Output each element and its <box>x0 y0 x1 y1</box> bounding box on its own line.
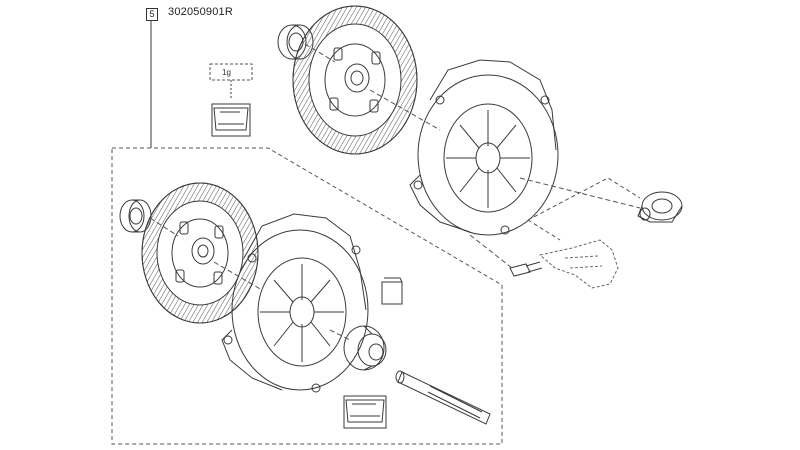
alignment-dashed-lines-upper <box>304 43 641 269</box>
alignment-dashed-lines-lower <box>149 217 351 341</box>
grease-qty-dashed-box <box>209 63 253 81</box>
part-number-label: 302050901R <box>168 6 234 18</box>
kit-boundary-dashed <box>111 147 503 445</box>
pressure-plate-top <box>409 59 559 236</box>
grease-quantity-label: 1g <box>222 68 231 77</box>
grease-packet-top <box>211 103 251 137</box>
pressure-plate-lower <box>221 213 369 393</box>
bracket-dashed-outline <box>527 177 641 241</box>
release-bearing <box>637 191 683 223</box>
release-bearing-lower <box>343 325 387 371</box>
alignment-shaft <box>395 370 491 425</box>
grease-packet-lower <box>343 395 387 429</box>
grease-sachet-lower-small <box>381 277 403 305</box>
callout-number-box: 5 <box>146 8 158 21</box>
release-fork-ghost <box>538 239 619 289</box>
clutch-disc-top <box>292 5 418 155</box>
clutch-disc-lower <box>141 182 259 324</box>
bolt <box>509 261 543 277</box>
